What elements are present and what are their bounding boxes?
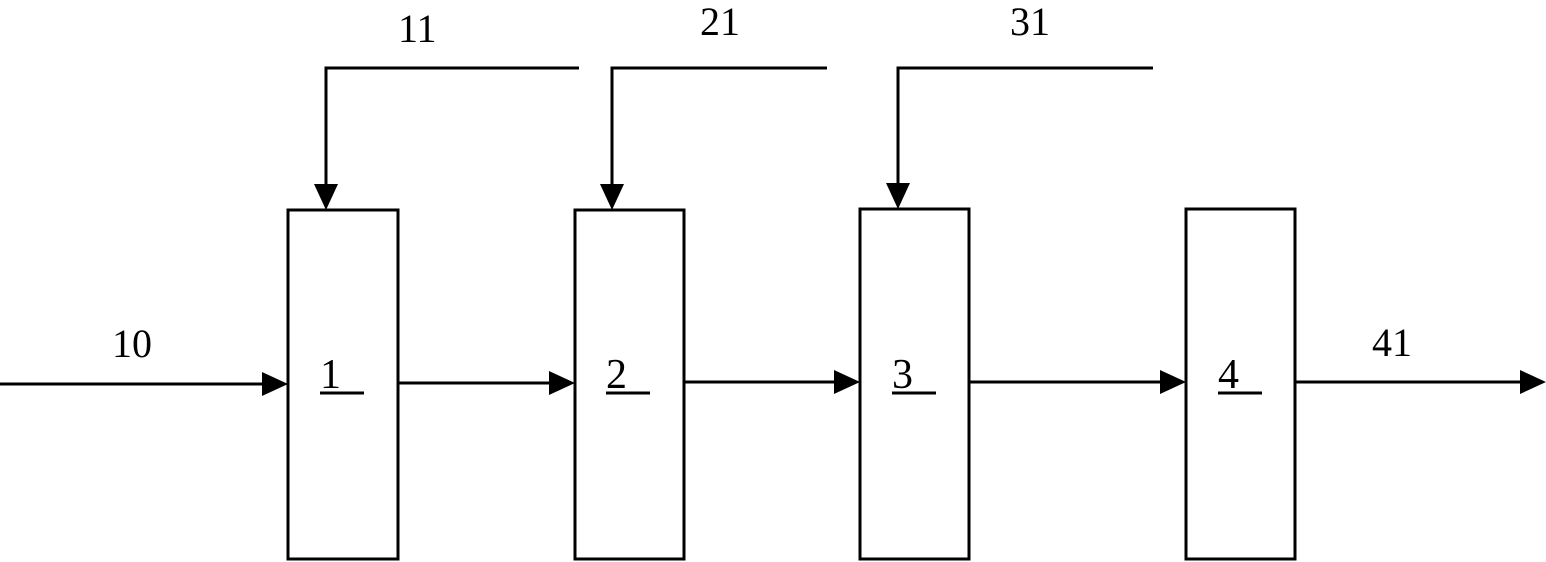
arrow-3-to-4 — [969, 370, 1186, 394]
block-1 — [286, 208, 400, 561]
stream-label-41: 41 — [1372, 320, 1412, 365]
feed-arrow-11 — [314, 66, 579, 210]
block-3 — [858, 207, 971, 561]
arrow-1-to-2 — [398, 371, 575, 395]
input-arrow-10 — [0, 372, 288, 396]
block-2 — [573, 208, 686, 561]
block-1-number: 1 — [320, 352, 341, 398]
stream-label-11: 11 — [398, 6, 437, 51]
stream-label-21: 21 — [700, 0, 740, 44]
stream-label-10: 10 — [112, 321, 152, 366]
block-4 — [1184, 207, 1297, 561]
block-2-number: 2 — [606, 352, 627, 398]
output-arrow-41 — [1295, 370, 1546, 394]
stream-label-31: 31 — [1010, 0, 1050, 44]
block-3-number: 3 — [892, 352, 913, 398]
feed-arrow-31 — [886, 66, 1153, 209]
arrow-2-to-3 — [684, 370, 860, 394]
feed-arrow-21 — [600, 66, 827, 210]
block-4-number: 4 — [1218, 352, 1239, 398]
